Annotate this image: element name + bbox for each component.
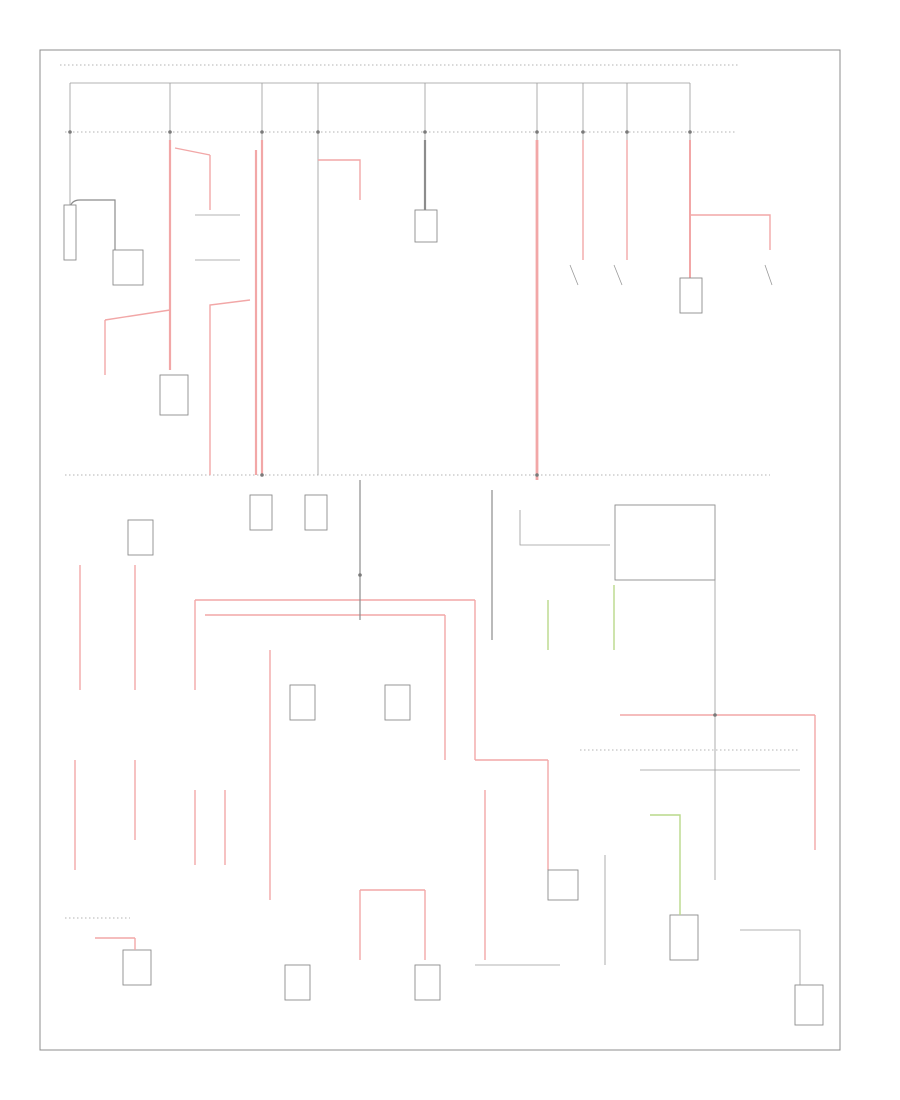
control-module-box (547, 869, 579, 901)
lower-right-box-2 (794, 984, 824, 1026)
lower-right-box-1 (669, 914, 699, 961)
lower-fuse-box (284, 964, 311, 1001)
red-feeds (209, 140, 771, 480)
lower-relay-box (414, 964, 441, 1001)
relay-block-1 (195, 214, 240, 261)
fusible-link-box (159, 374, 189, 416)
diagram-frame (39, 49, 841, 1051)
right-switches (569, 264, 773, 286)
junction-relay-box (614, 504, 716, 581)
junction-nodes (68, 130, 717, 717)
lower-left-module-box (122, 949, 152, 986)
ignition-relay-box (679, 277, 703, 314)
battery-symbol (63, 204, 77, 261)
fuse-block-box (249, 494, 273, 531)
relay-box-3 (384, 684, 411, 721)
battery-starter-group (63, 140, 211, 416)
ignition-switch-box (127, 519, 154, 556)
junction-block-outline (519, 510, 610, 546)
lower-section (74, 480, 824, 1026)
light-relay-box (304, 494, 328, 531)
top-fuses (169, 83, 691, 140)
starter-box (112, 249, 144, 286)
generator-box (414, 209, 438, 243)
relay-box-2 (289, 684, 316, 721)
